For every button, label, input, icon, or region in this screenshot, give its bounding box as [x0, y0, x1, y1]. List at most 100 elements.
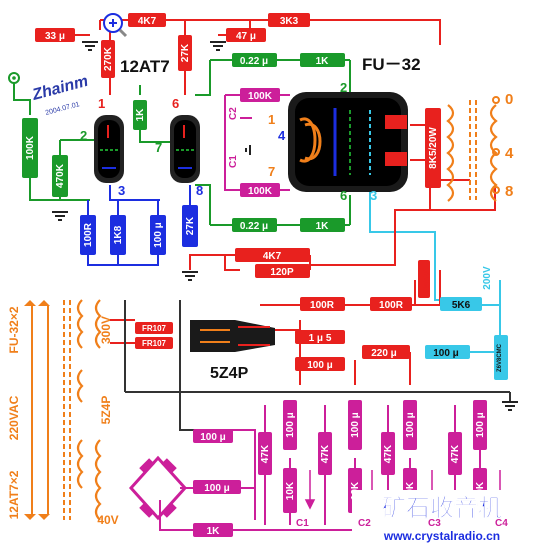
- label-120p: 120P: [270, 267, 294, 278]
- cb-c2-label: C2: [358, 518, 371, 529]
- label-fr107b: FR107: [142, 339, 167, 348]
- tube-12at7-left: [94, 115, 124, 183]
- resistor-47k-2-body: [318, 432, 332, 475]
- pin-1: 1: [98, 96, 105, 111]
- label-47k-4: 47K: [450, 444, 461, 463]
- label-4k7-top: 4K7: [138, 16, 157, 27]
- ground-icon: [52, 211, 68, 221]
- cyan-components: [425, 297, 508, 380]
- cap-022-bot-body: [232, 218, 277, 232]
- cap-33u-body: [35, 28, 75, 42]
- magenta-wires: [224, 94, 290, 191]
- resistor-470k-body: [52, 155, 68, 197]
- transformer-labels: FU-32×2 300V 220VAC 5Z4P 12AT7×2 40V: [7, 306, 119, 527]
- tr-220vac-label: 220VAC: [7, 395, 21, 440]
- resistor-47k-4-body: [448, 432, 462, 475]
- cap-120p-body: [255, 264, 310, 278]
- label-1k8: 1K8: [113, 225, 124, 244]
- fu-pin-6: 6: [340, 188, 347, 203]
- resistor-1k-top-body: [300, 53, 345, 67]
- fr107a-body: [135, 322, 173, 334]
- pin-6: 6: [172, 96, 179, 111]
- resistor-27k-cath-body: [182, 205, 198, 247]
- label-100u-a: 100 μ: [307, 360, 333, 371]
- transformer-arrows: [24, 300, 50, 520]
- label-47k-1: 47K: [260, 444, 271, 463]
- label-200v: 200V: [482, 266, 493, 290]
- pin-labels: 12AT7 FU－32 5Z4P 1 2 3 6 7 8 1 2 3 4 6 7…: [80, 55, 514, 529]
- tube-fu32: [288, 92, 408, 192]
- resistor-255v-body: [418, 260, 430, 298]
- resistor-4k7-fb-body: [235, 248, 310, 262]
- cap-1u5-body: [295, 330, 345, 344]
- cb-c4-label: C4: [495, 518, 508, 529]
- cap-47u-body: [226, 28, 266, 42]
- bridge-rectifier: [128, 455, 188, 521]
- tr-12at7-label: 12AT7×2: [7, 470, 21, 519]
- label-1k-top: 1K: [316, 56, 330, 67]
- fu-pin-2: 2: [340, 80, 347, 95]
- watermark-logo: Zhainm: [30, 73, 90, 104]
- fu-pin-4: 4: [278, 128, 286, 143]
- label-100r-a: 100R: [310, 300, 335, 311]
- resistor-8k5-body: [425, 108, 441, 188]
- label-47k-2: 47K: [320, 444, 331, 463]
- resistor-27k-top-body: [178, 35, 192, 71]
- label-1k-mid: 1K: [135, 108, 146, 122]
- pin-7: 7: [155, 140, 162, 155]
- cap-100u-e3-body: [403, 400, 417, 450]
- blue-wires: [87, 185, 191, 266]
- fu-pin-1: 1: [268, 112, 275, 127]
- cap-100u-e1-body: [283, 400, 297, 450]
- label-8k5: 8K5/20W: [428, 127, 439, 169]
- label-100u-b: 100 μ: [433, 348, 459, 359]
- transformer-wires: [31, 305, 49, 515]
- label-10k-2: 10K: [350, 481, 361, 500]
- brand-url: www.crystalradio.cn: [383, 529, 500, 543]
- zoom-in-icon[interactable]: [103, 13, 128, 38]
- cap-100u-e4-body: [473, 400, 487, 450]
- label-zener: Z6V8CMC: [497, 343, 503, 372]
- tr-40v-label: 40V: [97, 513, 118, 527]
- brand-text: 矿石收音机: [382, 494, 502, 522]
- cap-100u-e2-body: [348, 400, 362, 450]
- tr-300v-label: 300V: [99, 316, 113, 344]
- label-10k-3: 10K: [405, 481, 416, 500]
- label-1k-bot: 1K: [316, 221, 330, 232]
- label-100u-d: 100 μ: [204, 483, 230, 494]
- resistor-1k-mid-body: [133, 100, 147, 130]
- label-27k-cath: 27K: [185, 216, 196, 235]
- green-components: [22, 53, 345, 232]
- tube-5z4p: [190, 320, 275, 352]
- resistor-47k-3-body: [381, 432, 395, 475]
- tube-5z4p-title: 5Z4P: [210, 365, 249, 382]
- ground-icon: [210, 41, 226, 51]
- resistor-270k-body: [101, 40, 115, 78]
- resistor-1k-psu-body: [193, 523, 233, 537]
- tube-12at7-title: 12AT7: [120, 57, 170, 76]
- pin-2: 2: [80, 128, 87, 143]
- label-4k7-fb: 4K7: [263, 251, 282, 262]
- pin-8: 8: [196, 183, 203, 198]
- ground-symbols: [52, 41, 518, 411]
- label-100u-e4: 100 μ: [475, 412, 486, 438]
- label-3k3: 3K3: [280, 16, 299, 27]
- tr-fu32-label: FU-32×2: [7, 306, 21, 353]
- tr-5z4p-label: 5Z4P: [99, 396, 113, 425]
- label-100u-cath: 100 μ: [153, 222, 164, 248]
- ground-icon: [245, 145, 251, 155]
- label-1k-psu: 1K: [207, 526, 221, 537]
- cyan-wires: [369, 180, 440, 301]
- fu-pin-3: 3: [370, 188, 377, 203]
- tap-0: 0: [505, 91, 513, 108]
- pin-3: 3: [118, 183, 125, 198]
- zener-body: [494, 335, 508, 380]
- label-100u-e1: 100 μ: [285, 412, 296, 438]
- input-jack-icon: [8, 72, 20, 84]
- label-27k-top: 27K: [180, 43, 191, 62]
- label-10k-4: 10K: [475, 481, 486, 500]
- resistor-100r-a-body: [300, 297, 345, 311]
- ground-icon: [82, 41, 98, 51]
- label-100k-lower: 100K: [248, 186, 273, 197]
